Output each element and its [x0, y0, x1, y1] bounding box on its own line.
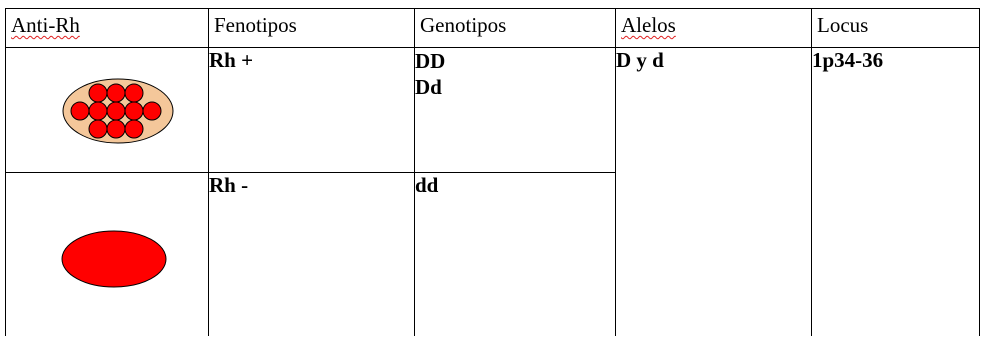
rh-table: Anti-Rh Fenotipos Genotipos Alelos Locus: [5, 8, 980, 336]
phenotype-rh-positive: Rh +: [209, 48, 254, 72]
locus-cell: 1p34-36: [811, 47, 980, 336]
alleles-cell: D y d: [615, 47, 812, 336]
agglutinated-cells-icon: [62, 78, 174, 144]
anti-rh-cell: [5, 172, 209, 336]
header-anti-rh: Anti-Rh: [5, 8, 209, 48]
anti-rh-cell: [5, 47, 209, 173]
phenotype-cell: Rh -: [208, 172, 415, 336]
table-row: Rh - dd: [5, 172, 980, 336]
genotype-dd-upper: DD: [415, 49, 446, 73]
table-row: Rh + DD Dd D y d 1p34-36: [5, 47, 980, 336]
phenotype-rh-negative: Rh -: [209, 173, 249, 197]
genotype-cell: DD Dd: [414, 47, 616, 173]
alleles-value: D y d: [616, 48, 664, 72]
genotype-dd-lower: dd: [415, 173, 439, 197]
header-fenotipos: Fenotipos: [208, 8, 415, 48]
red-cell-icon: [61, 230, 167, 288]
header-alelos: Alelos: [615, 8, 812, 48]
genotype-cell: dd: [414, 172, 616, 336]
genotype-dd-mixed: Dd: [415, 75, 442, 99]
header-locus: Locus: [811, 8, 980, 48]
phenotype-cell: Rh +: [208, 47, 415, 173]
locus-value: 1p34-36: [812, 48, 884, 72]
header-row: Anti-Rh Fenotipos Genotipos Alelos Locus: [5, 8, 980, 48]
header-genotipos: Genotipos: [414, 8, 616, 48]
